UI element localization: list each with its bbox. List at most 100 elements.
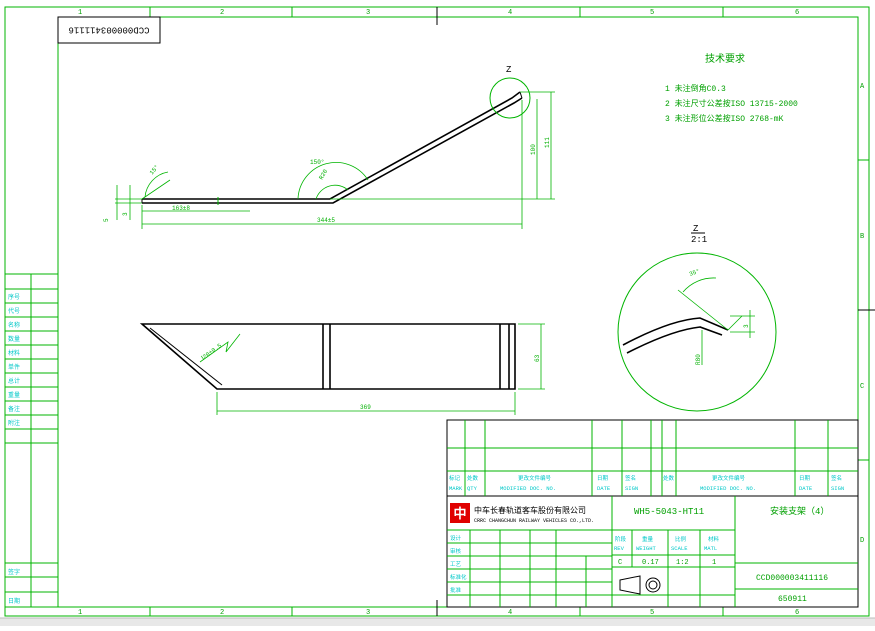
svg-text:4: 4 <box>508 609 512 617</box>
svg-text:0.17: 0.17 <box>642 559 659 567</box>
svg-text:MODIFIED DOC. NO.: MODIFIED DOC. NO. <box>700 485 756 492</box>
svg-text:2: 2 <box>220 9 224 17</box>
stamp-box <box>57 16 161 44</box>
svg-text:1:2: 1:2 <box>676 559 689 567</box>
zone-numbers: 1 2 3 4 5 6 1 2 3 4 5 6 A B C D <box>78 9 865 617</box>
svg-text:3: 3 <box>743 324 750 328</box>
svg-text:R80: R80 <box>695 354 702 365</box>
svg-text:签字: 签字 <box>8 568 20 576</box>
svg-text:B: B <box>860 233 864 241</box>
svg-text:阶段: 阶段 <box>615 535 627 543</box>
svg-text:更改文件编号: 更改文件编号 <box>712 474 746 482</box>
document-code: CCD000003411116 <box>756 574 828 583</box>
svg-text:5: 5 <box>650 609 654 617</box>
svg-text:6: 6 <box>795 9 799 17</box>
svg-text:单件: 单件 <box>8 363 20 371</box>
svg-text:REV: REV <box>614 545 625 552</box>
svg-text:重量: 重量 <box>642 535 654 543</box>
svg-text:备注: 备注 <box>8 405 20 413</box>
svg-text:4: 4 <box>508 9 512 17</box>
svg-text:63: 63 <box>534 354 541 362</box>
svg-text:MARK: MARK <box>449 485 463 492</box>
svg-text:SCALE: SCALE <box>671 545 688 552</box>
svg-text:369: 369 <box>360 404 371 411</box>
svg-text:日期: 日期 <box>799 475 811 482</box>
part-name: 安装支架（4） <box>770 505 829 517</box>
svg-text:SIGN: SIGN <box>625 485 638 492</box>
svg-text:344±5: 344±5 <box>317 217 335 224</box>
svg-text:C: C <box>618 559 622 567</box>
tech-req-item: 3 未注形位公差按ISO 2768-mK <box>665 113 784 124</box>
svg-text:名称: 名称 <box>8 321 20 329</box>
projection-cone-icon <box>619 575 641 595</box>
svg-text:D: D <box>860 537 864 545</box>
svg-text:WEIGHT: WEIGHT <box>636 545 657 552</box>
svg-text:序号: 序号 <box>8 293 20 301</box>
svg-text:标准化: 标准化 <box>450 573 467 581</box>
svg-text:163±8: 163±8 <box>172 205 190 212</box>
svg-text:QTY: QTY <box>467 485 478 492</box>
side-view: Z 15° 150° R20 5 3 163±8 344±5 100 111 <box>103 65 555 229</box>
svg-text:35°: 35° <box>688 268 701 278</box>
detail-z-label: Z <box>506 65 512 75</box>
svg-text:MODIFIED DOC. NO.: MODIFIED DOC. NO. <box>500 485 556 492</box>
svg-text:Z: Z <box>693 224 699 234</box>
svg-text:1: 1 <box>78 9 82 17</box>
svg-text:3: 3 <box>122 212 129 216</box>
detail-z-view: Z 2:1 35° 3 R80 <box>617 224 777 412</box>
svg-text:重量: 重量 <box>8 391 20 399</box>
company-name-cn: 中车长春轨道客车股份有限公司 <box>474 505 586 516</box>
svg-text:3: 3 <box>366 609 370 617</box>
detail-z-marker <box>489 77 531 119</box>
svg-text:设计: 设计 <box>450 534 462 542</box>
svg-text:处数: 处数 <box>663 474 675 482</box>
svg-text:批准: 批准 <box>450 586 462 594</box>
svg-text:日期: 日期 <box>8 597 20 605</box>
drawing-number: WH5-5043-HT11 <box>634 507 704 517</box>
svg-text:111: 111 <box>544 137 551 148</box>
stamp-text: CCD000003411116 <box>68 25 149 35</box>
projection-circle-icon <box>645 577 661 593</box>
tech-req-title: 技术要求 <box>705 52 745 66</box>
svg-text:MATL: MATL <box>704 545 717 552</box>
svg-text:C: C <box>860 383 864 391</box>
svg-text:工艺: 工艺 <box>450 561 462 568</box>
svg-text:DATE: DATE <box>799 485 813 492</box>
technical-requirements: 技术要求 1 未注倒角C0.3 2 未注尺寸公差按ISO 13715-2000 … <box>665 52 798 124</box>
svg-text:SIGN: SIGN <box>831 485 844 492</box>
tech-req-item: 1 未注倒角C0.3 <box>665 83 726 94</box>
svg-text:3: 3 <box>366 9 370 17</box>
svg-text:材料: 材料 <box>708 535 720 543</box>
svg-text:数量: 数量 <box>8 335 20 343</box>
svg-text:材料: 材料 <box>8 349 20 357</box>
svg-text:100: 100 <box>530 144 537 155</box>
tech-req-item: 2 未注尺寸公差按ISO 13715-2000 <box>665 98 798 109</box>
svg-text:审核: 审核 <box>450 547 462 555</box>
svg-text:中: 中 <box>453 506 466 522</box>
company-name-en: CRRC CHANGCHUN RAILWAY VEHICLES CO.,LTD. <box>474 518 594 524</box>
company-logo <box>450 503 470 523</box>
title-block: 标记 处数 更改文件编号 日期 签名 处数 更改文件编号 日期 签名 MARK … <box>446 419 859 608</box>
svg-text:代号: 代号 <box>8 307 20 315</box>
svg-text:附注: 附注 <box>8 419 20 427</box>
svg-text:2: 2 <box>220 609 224 617</box>
svg-text:150°: 150° <box>310 159 324 166</box>
svg-text:5: 5 <box>103 218 110 222</box>
svg-text:处数: 处数 <box>467 474 479 482</box>
svg-text:R20: R20 <box>318 168 330 181</box>
svg-text:6: 6 <box>795 609 799 617</box>
svg-text:标记: 标记 <box>449 474 461 482</box>
svg-text:更改文件编号: 更改文件编号 <box>518 474 552 482</box>
sheet-info: 650911 <box>778 595 807 604</box>
svg-text:A: A <box>860 83 865 91</box>
svg-text:1: 1 <box>712 559 716 567</box>
svg-text:比例: 比例 <box>675 535 687 543</box>
svg-text:DATE: DATE <box>597 485 611 492</box>
left-strip-table: 序号 代号 名称 数量 材料 单件 总计 重量 备注 附注 签字 日期 <box>4 273 59 608</box>
svg-text:签名: 签名 <box>831 474 842 482</box>
zone-ticks-top <box>149 7 875 616</box>
svg-text:1: 1 <box>78 609 82 617</box>
svg-text:签名: 签名 <box>625 474 636 482</box>
